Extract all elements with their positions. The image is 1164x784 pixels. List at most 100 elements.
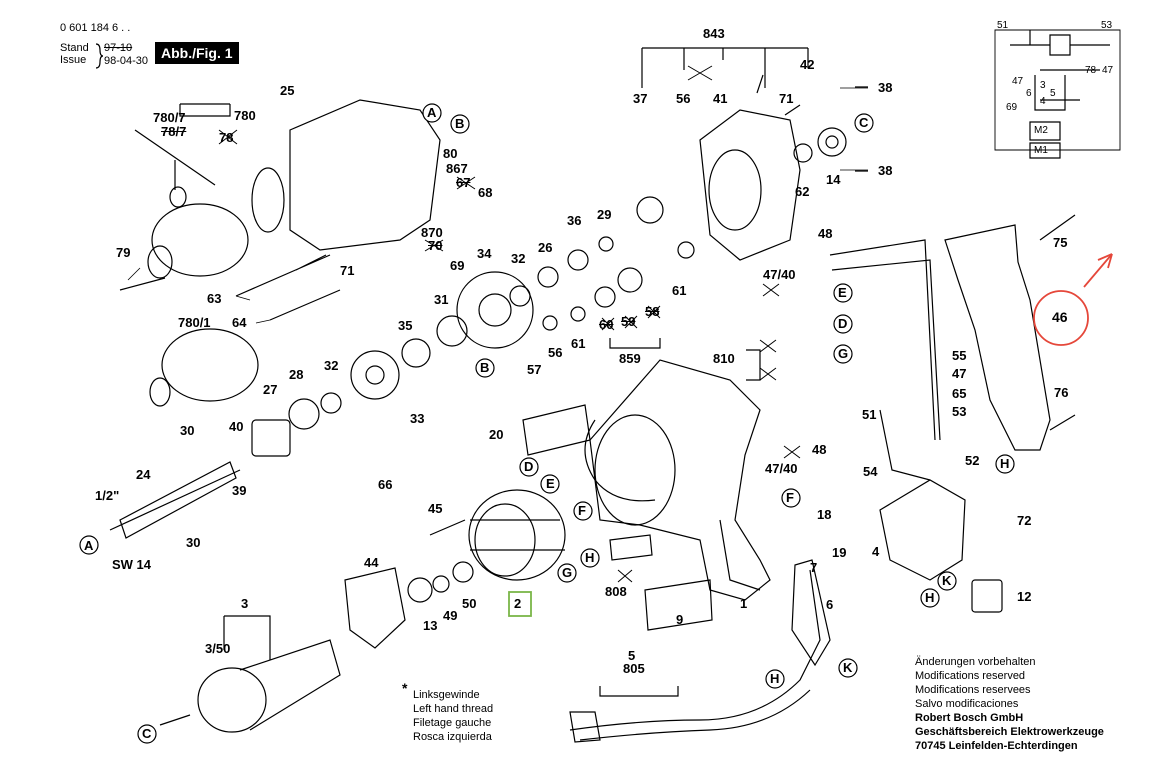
schematic-label-M1: M1 [1034,145,1048,156]
label-18: 18 [817,507,832,522]
legend-en: Left hand thread [413,703,494,715]
schematic-label-3: 3 [1040,80,1046,91]
label-5: 5 [628,648,636,663]
label-SW-14: SW 14 [112,557,152,572]
label-9: 9 [676,612,684,627]
label-55: 55 [952,348,967,363]
label-808: 808 [605,584,627,599]
label-D: D [524,459,534,474]
label-54: 54 [863,464,878,479]
label-28: 28 [289,367,304,382]
label-30: 30 [186,535,201,550]
label-52: 52 [965,453,980,468]
label-H: H [925,590,935,605]
label-46: 46 [1052,309,1068,325]
label-42: 42 [800,57,815,72]
label-64: 64 [232,315,247,330]
label-75: 75 [1053,235,1068,250]
label-G: G [562,565,573,580]
label-62: 62 [795,184,810,199]
label-56: 56 [548,345,563,360]
label-57: 57 [527,362,542,377]
label-780: 780 [234,108,256,123]
label-47-40: 47/40 [765,461,798,476]
legend-es: Rosca izquierda [413,731,492,743]
label-H: H [770,671,780,686]
label-24: 24 [136,467,151,482]
label-D: D [838,316,848,331]
schematic-label-M2: M2 [1034,125,1048,136]
figure-label: Abb./Fig. 1 [155,42,239,64]
footer-line-1: Änderungen vorbehalten [915,656,1036,668]
label-47: 47 [952,366,967,381]
footer-line-3: Modifications reservees [915,684,1031,696]
label-F: F [786,490,794,505]
schematic-label-4: 4 [1040,96,1046,107]
label-48: 48 [818,226,833,241]
label-35: 35 [398,318,413,333]
label-B: B [480,360,490,375]
legend-de: Linksgewinde [413,689,480,701]
label-47-40: 47/40 [763,267,796,282]
schematic-label-51: 51 [997,20,1009,31]
label-49: 49 [443,608,458,623]
label-25: 25 [280,83,295,98]
label-58: 58 [645,304,660,319]
label-38: 38 [878,163,893,178]
label-56: 56 [676,91,691,106]
label-C: C [142,726,152,741]
schematic-label-5: 5 [1050,88,1056,99]
label-40: 40 [229,419,244,434]
label-39: 39 [232,483,247,498]
part-number: 0 601 184 6 . . [60,22,131,34]
label-2: 2 [514,596,522,611]
label-780-7: 780/7 [153,110,186,125]
label-G: G [838,346,849,361]
label-63: 63 [207,291,222,306]
label-3-50: 3/50 [205,641,231,656]
label-867: 867 [446,161,468,176]
issue-label: Issue [60,54,87,66]
label-F: F [578,503,586,518]
label-859: 859 [619,351,641,366]
label-H: H [585,550,595,565]
label-51: 51 [862,407,877,422]
label-33: 33 [410,411,425,426]
footer-address: 70745 Leinfelden-Echterdingen [915,740,1078,752]
legend-fr: Filetage gauche [413,717,492,729]
stand-label: Stand [60,42,89,54]
label-32: 32 [511,251,526,266]
stand-value: 97-10 [104,42,133,54]
label-1: 1 [740,596,748,611]
label-71: 71 [340,263,355,278]
schematic-label-47: 47 [1012,76,1024,87]
label-27: 27 [263,382,278,397]
footer-division: Geschäftsbereich Elektrowerkzeuge [915,726,1104,738]
label-E: E [546,476,555,491]
label-44: 44 [364,555,379,570]
label-1-2-inch: 1/2" [95,488,120,503]
label-4: 4 [872,544,880,559]
label-H: H [1000,456,1010,471]
label-61: 61 [571,336,586,351]
label-36: 36 [567,213,582,228]
label-C: C [859,115,869,130]
label-12: 12 [1017,589,1032,604]
label-3: 3 [241,596,249,611]
schematic-label-47: 47 [1102,65,1114,76]
label-B: B [455,116,465,131]
label-20: 20 [489,427,504,442]
label-70: 70 [428,238,443,253]
label-68: 68 [478,185,493,200]
label-80: 80 [443,146,458,161]
label-780-1: 780/1 [178,315,211,330]
label-K: K [843,660,853,675]
label-32: 32 [324,358,339,373]
schematic-label-53: 53 [1101,20,1113,31]
label-45: 45 [428,501,443,516]
label-37: 37 [633,91,648,106]
label-50: 50 [462,596,477,611]
label-870: 870 [421,225,443,240]
